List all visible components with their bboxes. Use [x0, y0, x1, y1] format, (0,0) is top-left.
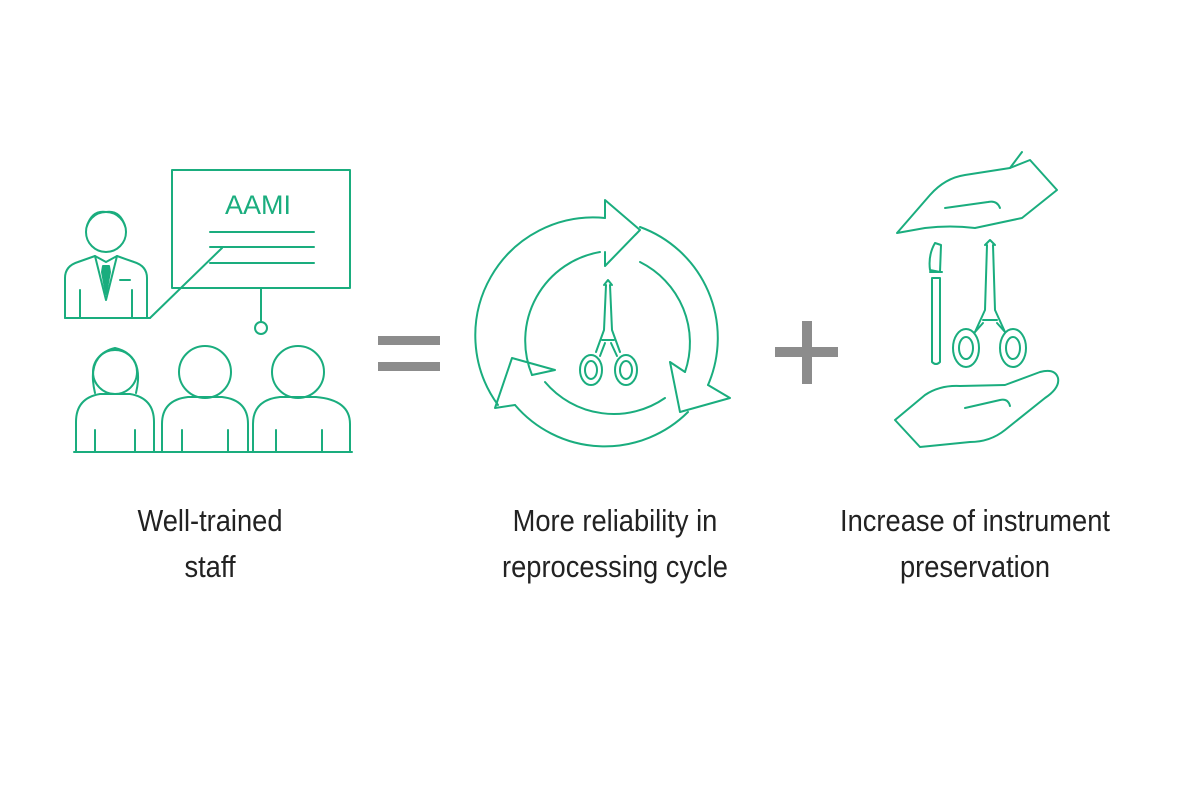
trainer-presenting-to-staff-icon	[64, 169, 353, 453]
caption-instrument-preservation: Increase of instrument preservation	[812, 498, 1138, 590]
plus-sign	[775, 321, 838, 384]
presentation-board	[171, 169, 351, 335]
caption-reprocessing-cycle: More reliability in reprocessing cycle	[474, 498, 756, 590]
hands-protecting-instruments-icon	[894, 151, 1060, 448]
trainer-figure	[64, 210, 151, 319]
reprocessing-cycle-icon	[474, 199, 731, 448]
caption-well-trained-staff: Well-trained staff	[78, 498, 342, 590]
hemostat-icon	[952, 239, 1027, 368]
caption-line: reprocessing cycle	[502, 549, 728, 584]
bottom-hand-icon	[894, 369, 1060, 448]
caption-line: staff	[184, 549, 236, 584]
scalpel-icon	[928, 242, 943, 365]
board-text: AAMI	[225, 190, 291, 220]
caption-line: Well-trained	[137, 503, 283, 538]
equals-sign	[378, 336, 440, 371]
caption-line: Increase of instrument	[840, 503, 1110, 538]
audience-figures	[73, 345, 353, 453]
caption-line: More reliability in	[512, 503, 718, 538]
hemostat-icon	[579, 279, 638, 386]
top-hand-icon	[896, 151, 1058, 234]
cycle-arrows	[474, 199, 731, 448]
caption-line: preservation	[899, 549, 1051, 584]
pointer-line	[149, 247, 223, 319]
